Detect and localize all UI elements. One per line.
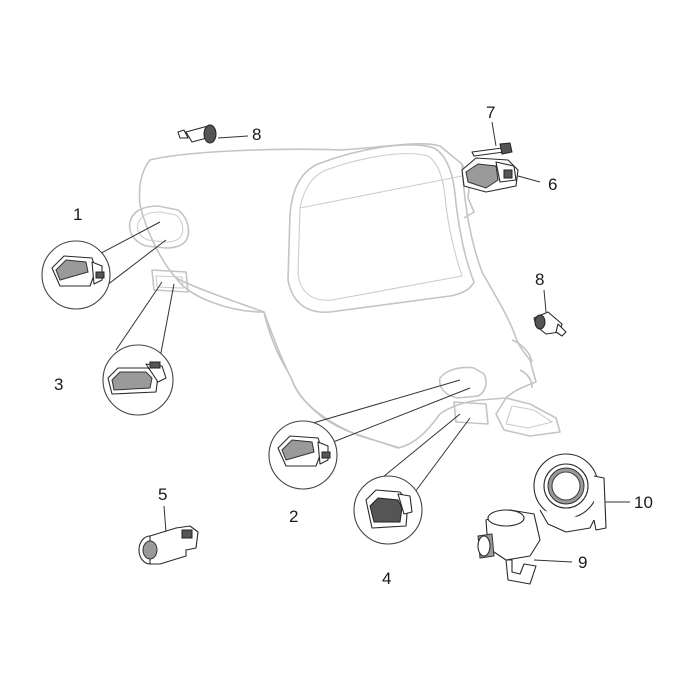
- part-9-lock-base: [477, 509, 573, 585]
- part-7-screw: [471, 121, 513, 157]
- part-8-bulb-top: [177, 124, 249, 144]
- part-3-switch-inset: [102, 281, 175, 416]
- part-5-ignition-lock: [138, 505, 199, 565]
- callout-2: 2: [289, 507, 298, 526]
- callout-8-top: 8: [252, 125, 261, 144]
- callout-10: 10: [634, 493, 653, 512]
- part-8-bulb-right: [533, 289, 567, 337]
- callout-6: 6: [548, 175, 557, 194]
- handlebar-cover-outline: [128, 143, 561, 449]
- callout-8-right: 8: [535, 270, 544, 289]
- part-1-switch-inset: [41, 221, 167, 310]
- callout-3: 3: [54, 375, 63, 394]
- callout-4: 4: [382, 569, 391, 588]
- callout-5: 5: [158, 485, 167, 504]
- callout-1: 1: [73, 205, 82, 224]
- part-4-switch-inset: [353, 413, 471, 545]
- part-10-ring: [533, 453, 630, 533]
- callout-9: 9: [578, 553, 587, 572]
- callout-7: 7: [486, 103, 495, 122]
- part-6-switch: [461, 157, 541, 193]
- part-2-switch-inset: [268, 379, 471, 490]
